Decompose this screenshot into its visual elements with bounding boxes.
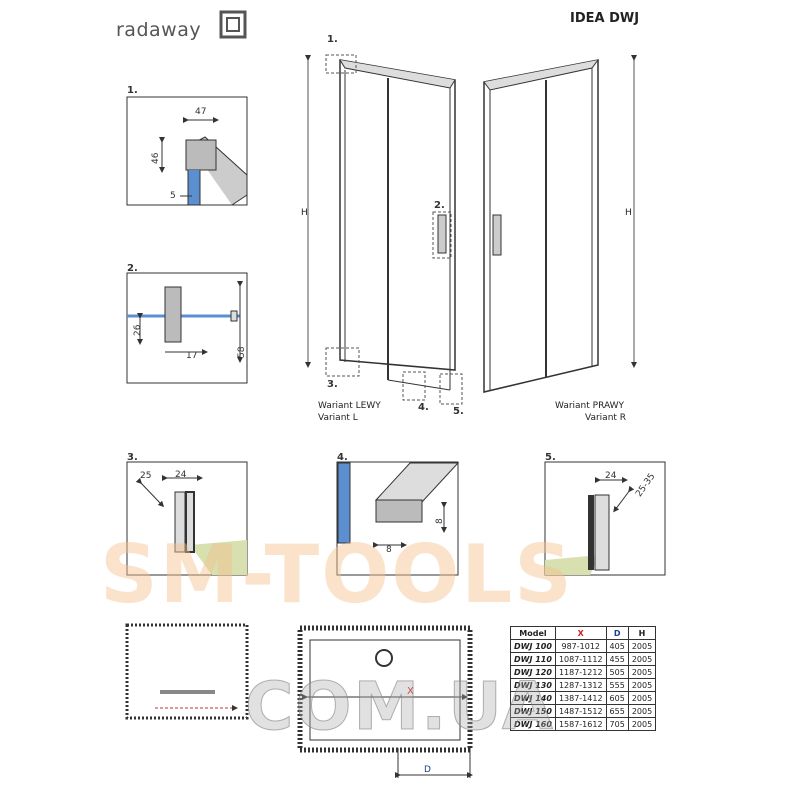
svg-text:47: 47 (195, 107, 206, 117)
d-cell: 455 (605, 652, 629, 666)
h-cell: 2005 (627, 639, 657, 653)
svg-text:24: 24 (605, 471, 617, 481)
header-model: Model (510, 626, 556, 640)
svg-text:5: 5 (170, 191, 176, 201)
detail-2: 2. 58 26 17 (126, 263, 248, 384)
svg-text:25: 25 (140, 471, 151, 481)
svg-text:17: 17 (186, 351, 197, 361)
h-cell: 2005 (627, 652, 657, 666)
svg-text:H: H (625, 208, 632, 218)
door-view-left: H 1. 2. 3. 4. 5. Wariant LEWY Variant L (301, 34, 464, 423)
model-cell: DWJ 110 (510, 652, 556, 666)
model-cell: DWJ 140 (510, 691, 556, 705)
h-cell: 2005 (627, 665, 657, 679)
svg-text:Wariant PRAWY: Wariant PRAWY (555, 401, 625, 411)
d-cell: 405 (605, 639, 629, 653)
model-cell: DWJ 160 (510, 717, 556, 731)
x-cell: 1387-1412 (554, 691, 607, 705)
header-x: X (554, 626, 607, 640)
detail-4: 4. 8 8 (336, 452, 460, 576)
svg-text:2.: 2. (127, 263, 138, 274)
svg-text:4.: 4. (337, 452, 348, 463)
d-cell: 555 (605, 678, 629, 692)
svg-text:25-35: 25-35 (634, 472, 657, 499)
h-cell: 2005 (627, 704, 657, 718)
detail-5: 5. 24 25-35 (544, 452, 666, 576)
x-cell: 1187-1212 (554, 665, 607, 679)
h-cell: 2005 (627, 678, 657, 692)
svg-text:8: 8 (435, 518, 445, 524)
plan-view-small (125, 623, 249, 720)
h-cell: 2005 (627, 717, 657, 731)
svg-text:1.: 1. (327, 34, 338, 45)
x-cell: 1587-1612 (554, 717, 607, 731)
d-cell: 705 (605, 717, 629, 731)
svg-text:26: 26 (133, 324, 143, 336)
svg-text:8: 8 (386, 545, 392, 555)
svg-text:Wariant LEWY: Wariant LEWY (318, 401, 381, 411)
model-cell: DWJ 100 (510, 639, 556, 653)
svg-text:2.: 2. (434, 200, 445, 211)
d-cell: 605 (605, 691, 629, 705)
svg-text:5.: 5. (453, 406, 464, 417)
svg-text:D: D (424, 765, 431, 775)
model-cell: DWJ 120 (510, 665, 556, 679)
svg-text:58: 58 (237, 346, 247, 358)
svg-text:radaway: radaway (116, 19, 201, 41)
svg-text:Variant R: Variant R (585, 413, 626, 423)
svg-text:46: 46 (151, 152, 161, 164)
detail-1: 1. 47 46 5 (126, 85, 248, 206)
header-h: H (627, 626, 657, 640)
svg-text:X: X (407, 686, 414, 697)
svg-text:24: 24 (175, 470, 187, 480)
svg-text:Variant L: Variant L (318, 413, 358, 423)
x-cell: 1087-1112 (554, 652, 607, 666)
svg-text:H: H (301, 208, 308, 218)
model-cell: DWJ 130 (510, 678, 556, 692)
model-cell: DWJ 150 (510, 704, 556, 718)
header-d: D (605, 626, 629, 640)
h-cell: 2005 (627, 691, 657, 705)
svg-text:1.: 1. (127, 85, 138, 96)
x-cell: 987-1012 (554, 639, 607, 653)
detail-3: 3. 24 25 (126, 452, 248, 576)
door-view-right: H Wariant PRAWY Variant R (483, 55, 637, 423)
x-cell: 1487-1512 (554, 704, 607, 718)
product-title: IDEA DWJ (570, 11, 639, 26)
x-cell: 1287-1312 (554, 678, 607, 692)
d-cell: 655 (605, 704, 629, 718)
svg-text:3.: 3. (127, 452, 138, 463)
d-cell: 505 (605, 665, 629, 679)
brand-logo: radaway (116, 10, 247, 41)
svg-text:5.: 5. (545, 452, 556, 463)
plan-view-main: X D (297, 625, 473, 778)
svg-text:3.: 3. (327, 379, 338, 390)
svg-text:4.: 4. (418, 402, 429, 413)
